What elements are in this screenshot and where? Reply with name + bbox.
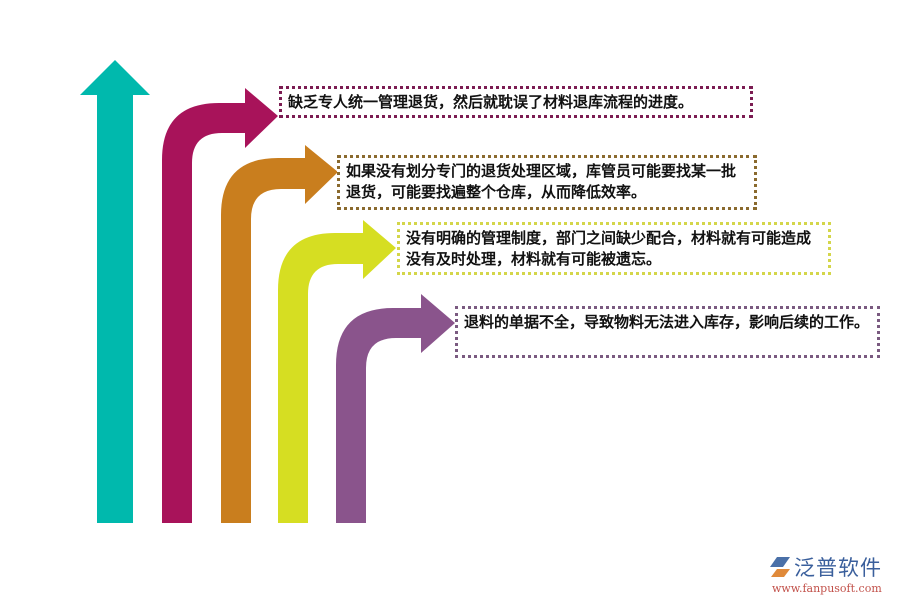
reason-text-4: 退料的单据不全，导致物料无法进入库存，影响后续的工作。 <box>464 313 870 331</box>
reason-text-2: 如果没有划分专门的退货处理区域，库管员可能要找某一批退货，可能要找遍整个仓库，从… <box>346 162 737 201</box>
reason-text-3: 没有明确的管理制度，部门之间缺少配合，材料就有可能造成没有及时处理，材料就有可能… <box>406 229 812 268</box>
reason-box-3: 没有明确的管理制度，部门之间缺少配合，材料就有可能造成没有及时处理，材料就有可能… <box>397 222 831 275</box>
brand-logo: 泛普软件 www.fanpusoft.com <box>768 552 896 596</box>
reason-text-1: 缺乏专人统一管理退货，然后就耽误了材料退库流程的进度。 <box>288 93 694 111</box>
fanpu-logo-icon <box>770 557 790 577</box>
logo-name: 泛普软件 <box>794 556 882 580</box>
logo-url: www.fanpusoft.com <box>772 582 882 595</box>
up-arrow-teal <box>80 60 150 523</box>
reason-box-2: 如果没有划分专门的退货处理区域，库管员可能要找某一批退货，可能要找遍整个仓库，从… <box>337 155 757 210</box>
bent-arrow-magenta <box>162 88 278 523</box>
bent-arrow-purple <box>336 294 455 523</box>
bent-arrow-yellow <box>278 220 396 523</box>
bent-arrow-orange <box>221 145 338 523</box>
reason-box-4: 退料的单据不全，导致物料无法进入库存，影响后续的工作。 <box>455 306 880 358</box>
reason-box-1: 缺乏专人统一管理退货，然后就耽误了材料退库流程的进度。 <box>279 86 753 118</box>
